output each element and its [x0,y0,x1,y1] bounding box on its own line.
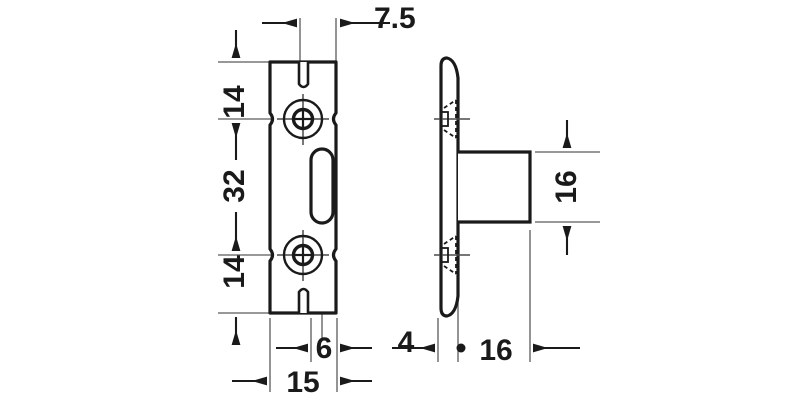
dimension-origin-dot [456,343,466,353]
dim-label-16-bottom: 16 [479,334,512,367]
dimension-arrows-group [231,18,580,386]
side-boss-outline [458,150,532,224]
dim-label-4: 4 [398,326,415,359]
hidden-countersink-upper [434,99,470,139]
dim-label-6: 6 [316,332,333,365]
hidden-countersink-lower [434,235,470,275]
front-view-geometry [268,60,338,315]
dim-label-15: 15 [286,366,319,399]
screw-hole-upper [277,94,329,145]
dim-label-14-bottom: 14 [218,255,251,289]
bottom-notch-slot [297,287,310,313]
side-plate-outline [439,56,460,318]
screw-hole-lower [277,230,329,281]
dim-label-32: 32 [218,169,251,202]
top-notch-slot [297,62,310,89]
dim-label-16-right: 16 [550,170,583,203]
dim-label-7-5: 7.5 [374,2,416,35]
side-view-geometry [434,56,532,318]
oblong-slot [309,147,335,225]
front-plate-outline [268,60,338,315]
dim-label-14-top: 14 [218,85,251,119]
